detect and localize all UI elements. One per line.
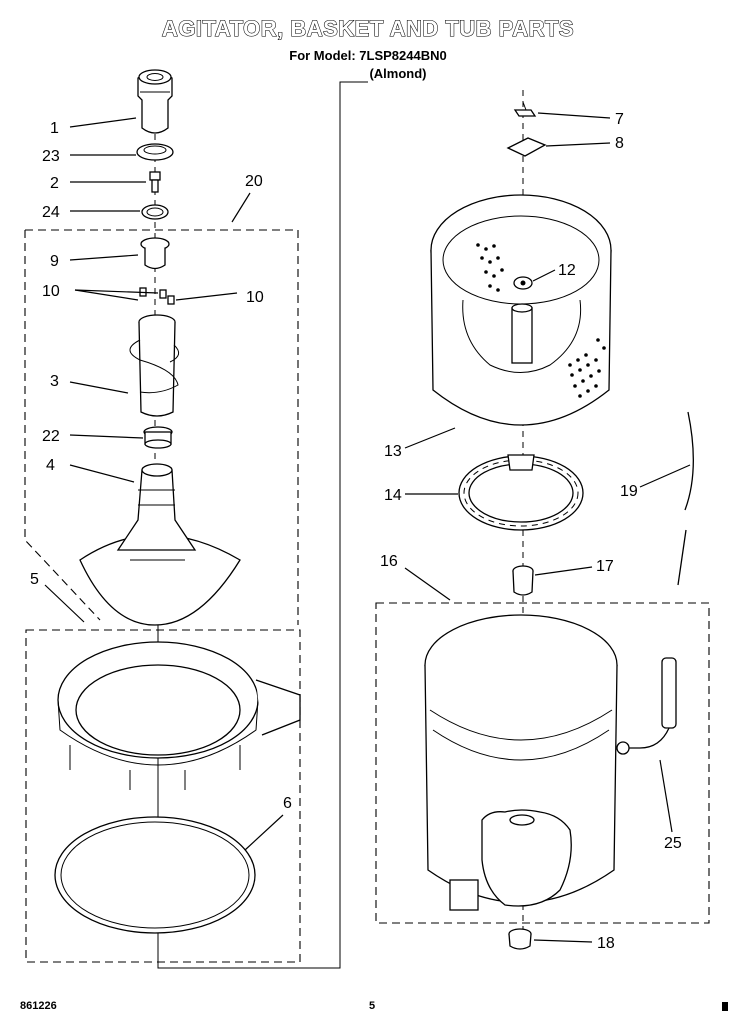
agitator-bearing [143, 426, 173, 449]
callout-5: 5 [30, 571, 39, 588]
agitator-base [79, 463, 241, 626]
agitator-dog-right [167, 295, 175, 305]
callout-12: 12 [558, 262, 576, 279]
snap-ring [54, 816, 256, 934]
page-number: 5 [369, 1000, 375, 1012]
callout-9: 9 [50, 253, 59, 270]
callout-10-right: 10 [246, 289, 264, 306]
basket-perforations [476, 243, 606, 398]
tub-seal [512, 565, 534, 596]
diagram-title: AGITATOR, BASKET AND TUB PARTS [162, 16, 574, 41]
callout-25: 25 [664, 835, 682, 852]
callout-8: 8 [615, 135, 624, 152]
agitator-bolt [149, 171, 161, 193]
callout-13: 13 [384, 443, 402, 460]
leader-lines [44, 112, 691, 943]
model-number: For Model: 7LSP8244BN0 [289, 48, 447, 63]
tub-ring [57, 641, 301, 790]
drive-cam [140, 237, 170, 270]
agitator-cap [137, 69, 173, 134]
callout-10-left: 10 [42, 283, 60, 300]
callout-3: 3 [50, 373, 59, 390]
drain-hose-lower [677, 529, 687, 586]
callout-6: 6 [283, 795, 292, 812]
basket-hub-nut [513, 276, 533, 290]
footer-code: 861226 [20, 1000, 57, 1012]
callout-4: 4 [46, 457, 55, 474]
spanner-nut [506, 137, 547, 157]
drain-hose-upper [684, 411, 694, 511]
color-variant: (Almond) [369, 66, 426, 81]
basket-nut [513, 101, 537, 117]
pump-hose [616, 657, 677, 755]
callout-23: 23 [42, 148, 60, 165]
agitator-assembly-box [24, 229, 299, 625]
callout-17: 17 [596, 558, 614, 575]
callout-2: 2 [50, 175, 59, 192]
tub-drain-nut [508, 928, 532, 950]
callout-22: 22 [42, 428, 60, 445]
callout-24: 24 [42, 204, 60, 221]
callout-14: 14 [384, 487, 402, 504]
callout-20: 20 [245, 173, 263, 190]
wash-basket [430, 194, 612, 426]
agitator-dog-mid [159, 289, 167, 299]
outer-tub-box [375, 602, 710, 924]
callout-7: 7 [615, 111, 624, 128]
callout-19: 19 [620, 483, 638, 500]
callout-16: 16 [380, 553, 398, 570]
o-ring-inner [146, 207, 164, 217]
callout-labels: 1 23 2 24 20 9 10 10 3 22 4 5 6 7 8 12 1… [30, 111, 682, 952]
agitator-auger [129, 314, 180, 417]
callout-1: 1 [50, 120, 59, 137]
cap-seal [136, 143, 174, 161]
outer-tub [424, 614, 618, 911]
callout-18: 18 [597, 935, 615, 952]
corner-mark [722, 1002, 728, 1011]
basket-drive-hub [458, 454, 584, 531]
o-ring [141, 204, 169, 220]
snap-ring-inner [60, 821, 250, 929]
tub-ring-box [25, 629, 301, 963]
